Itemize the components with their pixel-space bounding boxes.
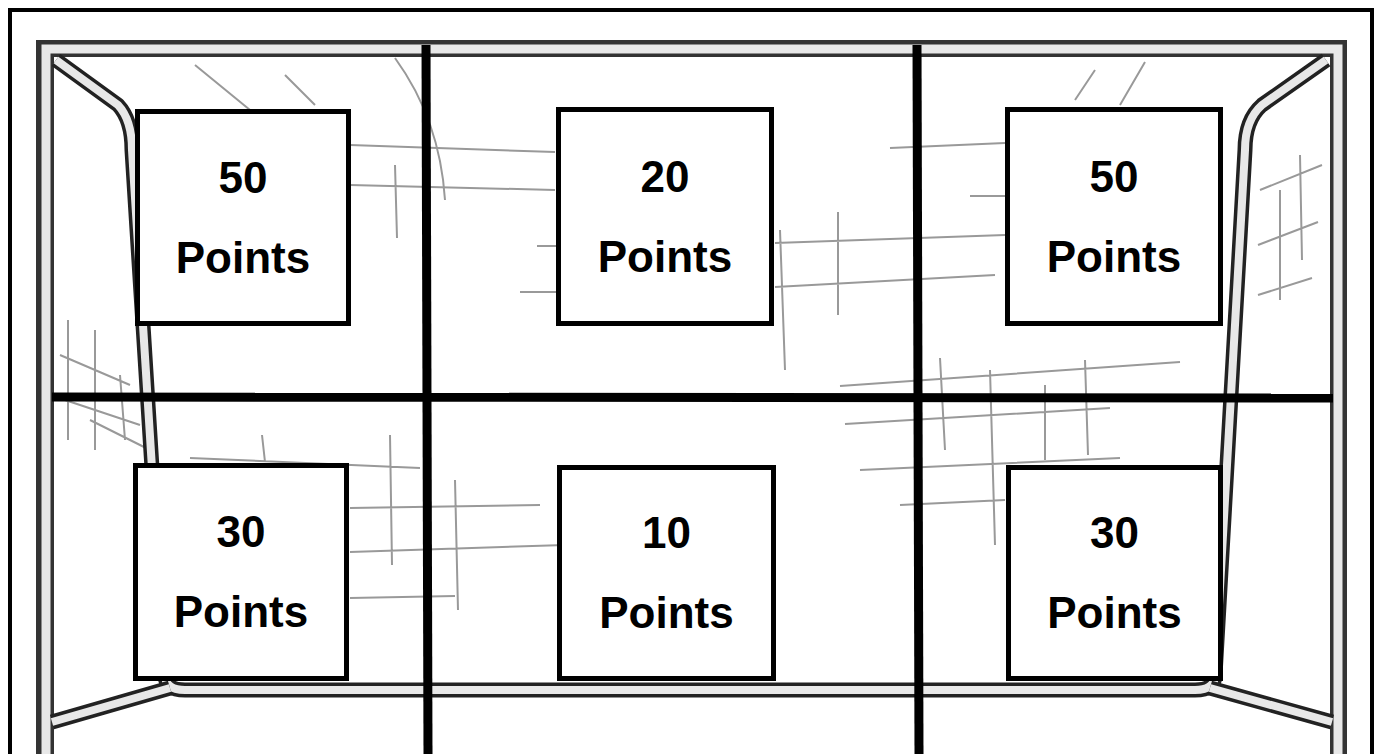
- score-label: 20 Points: [585, 137, 745, 297]
- score-label: 10 Points: [587, 493, 747, 653]
- score-box: 50 Points: [1005, 107, 1223, 326]
- score-box: 50 Points: [135, 109, 351, 326]
- score-label: 50 Points: [163, 138, 323, 298]
- score-label: 50 Points: [1034, 137, 1194, 297]
- score-box: 30 Points: [1006, 465, 1223, 681]
- score-label: 30 Points: [1035, 493, 1195, 653]
- score-box: 20 Points: [556, 107, 774, 326]
- score-label: 30 Points: [161, 492, 321, 652]
- score-box: 30 Points: [133, 463, 349, 681]
- score-box: 10 Points: [557, 465, 776, 681]
